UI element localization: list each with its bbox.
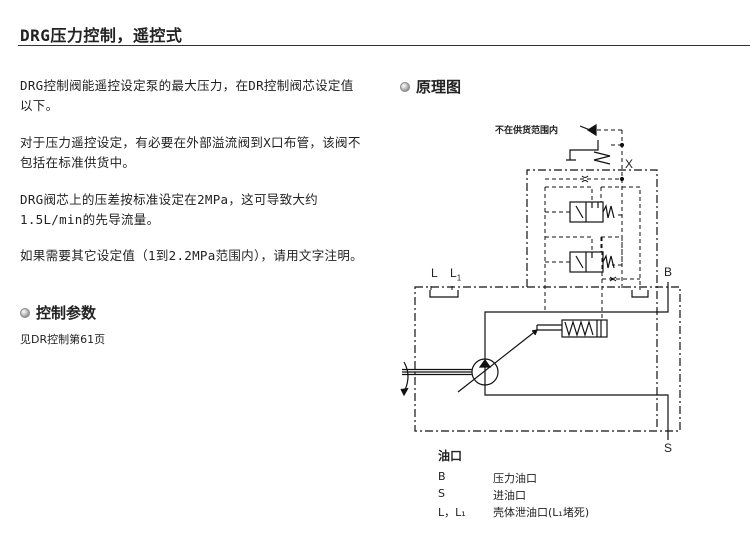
- port-l1-label: L1: [450, 266, 461, 282]
- variable-arrow: [457, 329, 538, 393]
- pressure-valve-lower: [569, 251, 615, 273]
- port-key: B: [438, 470, 446, 483]
- port-row: S 进油口: [438, 487, 589, 504]
- port-key: L，L₁: [438, 506, 466, 519]
- page-title: DRG压力控制，遥控式: [20, 26, 183, 45]
- port-key: S: [438, 487, 445, 500]
- rotation-arrow: [403, 361, 409, 393]
- port-l1-text: L: [450, 266, 457, 280]
- remote-relief-valve: [566, 123, 611, 165]
- control-params-title: 控制参数: [36, 304, 97, 322]
- schematic-title: 原理图: [416, 78, 462, 96]
- paragraph-3: DRG阀芯上的压差按标准设定在2MPa，这可导致大约1.5L/min的先导流量。: [20, 192, 318, 227]
- housing-outline: [414, 169, 681, 432]
- title-divider: [18, 45, 750, 46]
- port-l1-sub: 1: [456, 273, 462, 283]
- paragraph-4: 如果需要其它设定值（1到2.2MPa范围内），请用文字注明。: [20, 248, 363, 263]
- port-desc: 壳体泄油口(L₁堵死): [493, 506, 590, 519]
- ports-heading: 油口: [438, 449, 463, 463]
- port-row: L，L₁ 壳体泄油口(L₁堵死): [438, 504, 589, 521]
- port-l-label: L: [431, 266, 438, 280]
- ports-legend: 油口 B 压力油口 S 进油口 L，L₁ 壳体泄油口(L₁堵死): [438, 447, 589, 521]
- port-row: B 压力油口: [438, 470, 589, 487]
- schematic-heading: 原理图: [400, 76, 461, 97]
- port-desc: 压力油口: [493, 472, 537, 485]
- paragraph-2: 对于压力遥控设定，有必要在外部溢流阀到X口布管，该阀不包括在标准供货中。: [20, 135, 361, 170]
- port-desc: 进油口: [493, 489, 526, 502]
- port-b-label: B: [664, 265, 673, 279]
- pressure-valve-upper: [569, 201, 615, 223]
- paragraph-1: DRG控制阀能遥控设定泵的最大压力，在DR控制阀芯设定值以下。: [20, 78, 354, 113]
- main-flow-lines: [484, 282, 669, 440]
- control-cylinder: [561, 319, 608, 338]
- bullet-icon: [400, 81, 410, 92]
- port-s-label: S: [664, 441, 673, 455]
- bullet-icon: [20, 307, 30, 318]
- control-params-heading: 控制参数: [20, 302, 96, 323]
- control-params-ref: 见DR控制第61页: [20, 333, 106, 346]
- drive-shaft: [402, 368, 472, 376]
- port-x-label: X: [625, 157, 634, 171]
- tank-symbols: [429, 290, 649, 298]
- not-supplied-label: 不在供货范围内: [495, 125, 559, 135]
